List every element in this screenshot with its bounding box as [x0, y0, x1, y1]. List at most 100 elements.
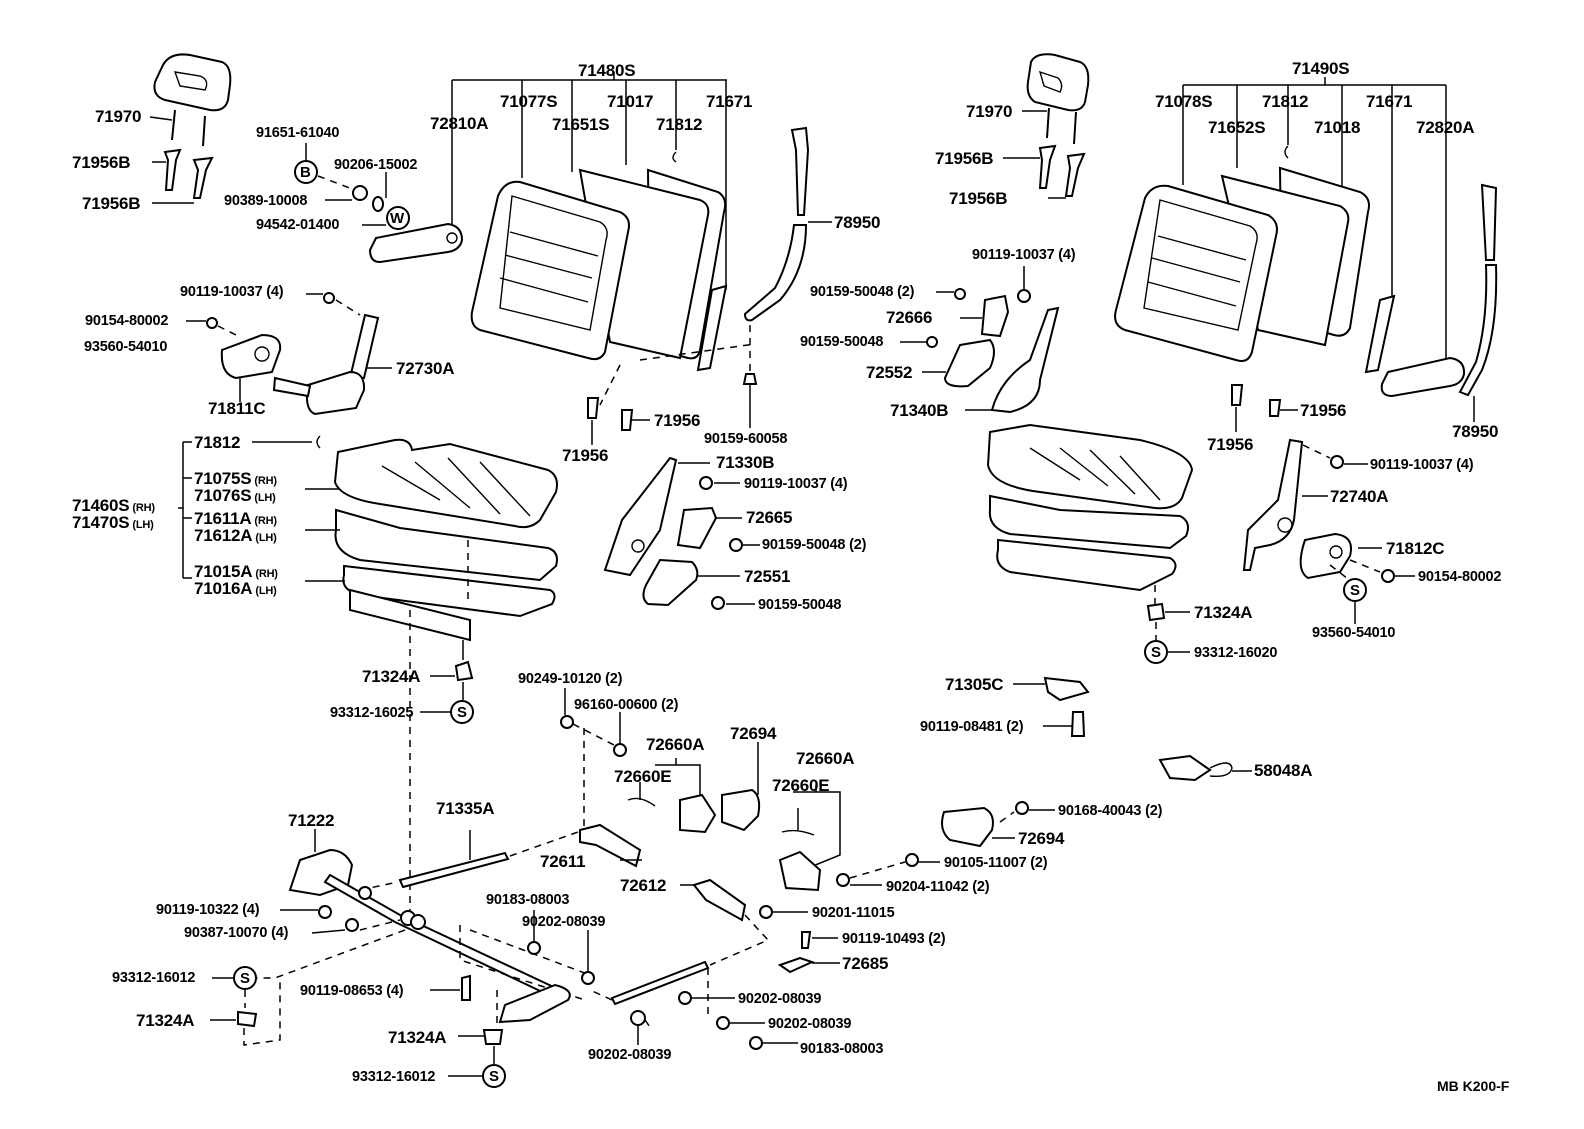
screw-symbol-s-2: S: [233, 966, 257, 990]
label-71017: 71017: [607, 92, 654, 111]
bracket-72611: [579, 823, 642, 868]
label-71324a: 71324A: [388, 1028, 447, 1047]
diagram-code: MB K200-F: [1437, 1078, 1510, 1094]
label-71811c: 71811C: [208, 399, 266, 418]
spring-72660e-left: [627, 797, 656, 807]
headrest-right: [1026, 53, 1090, 145]
label-71671: 71671: [706, 92, 753, 111]
label-71330b: 71330B: [716, 453, 775, 472]
label-90119-10037: 90119-10037 (4): [1370, 457, 1474, 473]
washer-symbol-w: W: [386, 206, 410, 230]
label-78950: 78950: [834, 213, 881, 232]
seatbelt-left: [743, 126, 810, 322]
label-90183-08003: 90183-08003: [486, 892, 570, 908]
spring-72660e-right: [781, 829, 815, 836]
label-71812: 71812: [194, 433, 241, 452]
label-72660a: 72660A: [646, 735, 705, 754]
label-71970: 71970: [95, 107, 142, 126]
label-71812c: 71812C: [1386, 539, 1445, 558]
label-93312-16020: 93312-16020: [1194, 645, 1278, 661]
label-90119-08481: 90119-08481 (2): [920, 719, 1024, 735]
latch-72660a-right: [778, 850, 822, 892]
label-71812: 71812: [1262, 92, 1309, 111]
label-71956: 71956: [1207, 435, 1254, 454]
label-90204-11042: 90204-11042 (2): [886, 879, 990, 895]
label-90159-50048: 90159-50048: [758, 597, 842, 613]
cover-72552: [943, 338, 995, 388]
label-58048a: 58048A: [1254, 761, 1313, 780]
seatback-left: [470, 168, 728, 372]
label-71305c: 71305C: [945, 675, 1004, 694]
recliner-cover-71811c: [220, 333, 282, 380]
label-71324a: 71324A: [1194, 603, 1253, 622]
latch-72660a-left: [679, 793, 717, 834]
label-71611a-rh: 71611A(RH): [194, 509, 277, 528]
label-90202-08039: 90202-08039: [768, 1016, 852, 1032]
cable-58048a: [1158, 754, 1233, 782]
label-94542-01400: 94542-01400: [256, 217, 340, 233]
label-91651-61040: 91651-61040: [256, 125, 340, 141]
label-90202-08039: 90202-08039: [588, 1047, 672, 1063]
label-90159-50048-2: 90159-50048 (2): [810, 284, 915, 300]
armrest-left: [368, 222, 464, 264]
label-71490s: 71490S: [1292, 59, 1350, 78]
screw-symbol-s-3: S: [482, 1064, 506, 1088]
label-96160-00600: 96160-00600 (2): [574, 697, 679, 713]
recliner-72740a: [1242, 438, 1304, 571]
label-90119-10037: 90119-10037 (4): [972, 247, 1076, 263]
label-90119-10037: 90119-10037 (4): [180, 284, 284, 300]
label-71470s-lh: 71470S(LH): [72, 513, 154, 532]
hinge-71340b: [990, 306, 1060, 414]
label-90119-10493: 90119-10493 (2): [842, 931, 946, 947]
label-71956: 71956: [1300, 401, 1347, 420]
label-72551: 72551: [744, 567, 791, 586]
label-71076s-lh: 71076S(LH): [194, 486, 276, 505]
label-71015a-rh: 71015A(RH): [194, 562, 278, 581]
label-71956b: 71956B: [949, 189, 1008, 208]
label-71956b: 71956B: [82, 194, 141, 213]
label-90183-08003: 90183-08003: [800, 1041, 884, 1057]
label-71956b: 71956B: [72, 153, 131, 172]
label-71612a-lh: 71612A(LH): [194, 526, 277, 545]
svg-text:W: W: [390, 210, 405, 227]
svg-text:S: S: [1151, 644, 1161, 661]
label-71222: 71222: [288, 811, 335, 830]
main-rail-left: [323, 873, 562, 1000]
recliner-cover-71812c: [1299, 532, 1352, 580]
label-71480s: 71480S: [578, 61, 636, 80]
screw-symbol-s-4: S: [1144, 640, 1168, 664]
label-72660e: 72660E: [614, 767, 672, 786]
label-93312-16012: 93312-16012: [112, 970, 196, 986]
label-71956b: 71956B: [935, 149, 994, 168]
label-90154-80002: 90154-80002: [1418, 569, 1502, 585]
label-90201-11015: 90201-11015: [812, 905, 895, 921]
armrest-right: [1380, 356, 1466, 398]
lever-bracket-left: [498, 983, 571, 1024]
seatbelt-right: [1458, 183, 1498, 397]
hinge-71330b: [603, 456, 678, 577]
seatback-right: [1114, 166, 1396, 374]
screw-symbol-s-1: S: [450, 700, 474, 724]
clip-c: [672, 151, 677, 163]
label-72730a: 72730A: [396, 359, 455, 378]
label-71018: 71018: [1314, 118, 1361, 137]
label-90202-08039: 90202-08039: [522, 914, 606, 930]
label-72666: 72666: [886, 308, 933, 327]
label-90119-10037: 90119-10037 (4): [744, 476, 848, 492]
label-71671: 71671: [1366, 92, 1413, 111]
cover-72665: [676, 506, 718, 550]
recliner-72730a: [272, 313, 380, 416]
label-72660e: 72660E: [772, 776, 830, 795]
label-71077s: 71077S: [500, 92, 558, 111]
label-90168-40043: 90168-40043 (2): [1058, 803, 1163, 819]
label-71324a: 71324A: [362, 667, 421, 686]
label-71651s: 71651S: [552, 115, 610, 134]
label-72694: 72694: [1018, 829, 1065, 848]
label-71340b: 71340B: [890, 401, 949, 420]
screw-symbol-s-5: S: [1343, 578, 1367, 602]
label-71016a-lh: 71016A(LH): [194, 579, 277, 598]
label-72810a: 72810A: [430, 114, 489, 133]
headrest-left: [153, 53, 232, 147]
label-72820a: 72820A: [1416, 118, 1475, 137]
